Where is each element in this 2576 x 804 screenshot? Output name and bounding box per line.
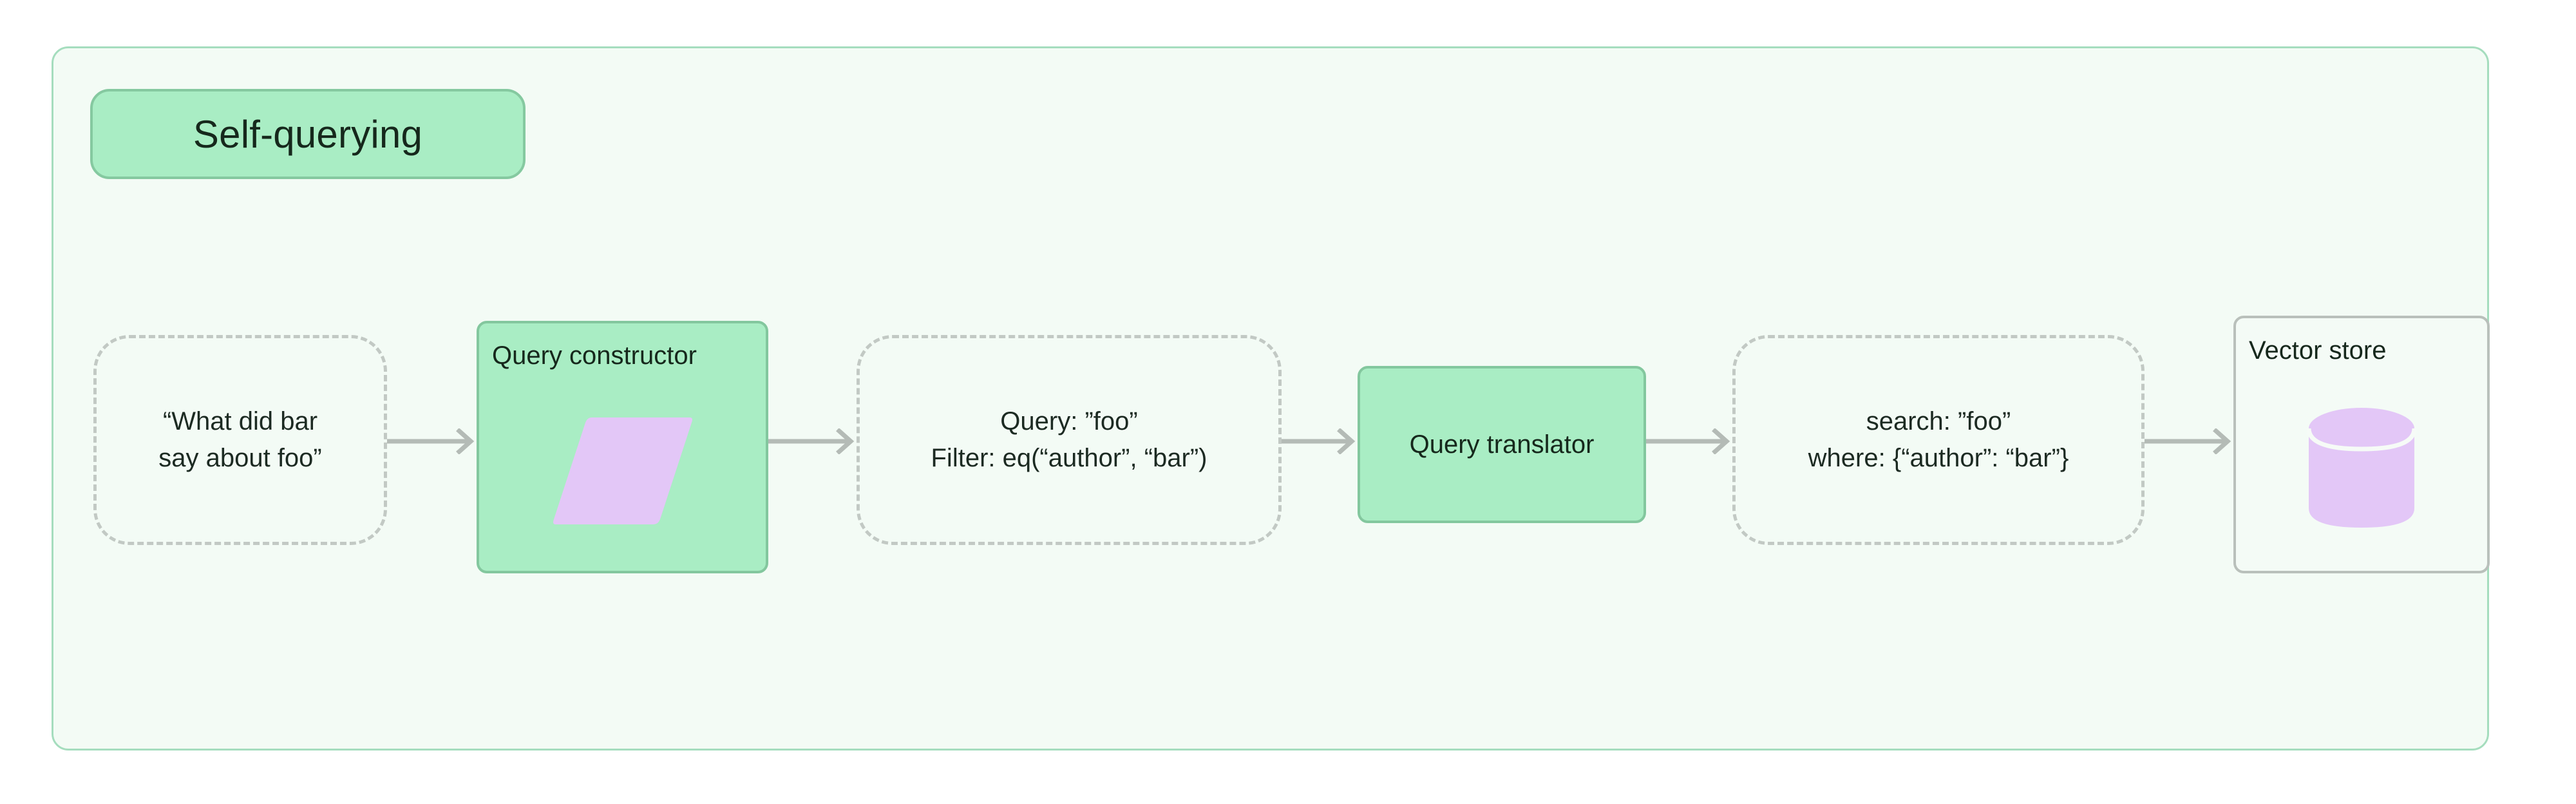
edge-vector-query-to-vector-store (2145, 428, 2231, 454)
node-query-constructor-label: Query constructor (492, 341, 697, 370)
node-vector-store[interactable]: Vector store (2233, 316, 2490, 573)
node-user-query-line-1: “What did bar (162, 407, 318, 436)
diagram-title-pill: Self-querying (90, 89, 526, 179)
edge-structured-query-to-query-translator (1282, 428, 1356, 454)
node-structured-query-line-2: Filter: eq(“author”, “bar”) (931, 444, 1208, 472)
vector-store-icon-wrap (2236, 366, 2487, 571)
node-query-translator-label: Query translator (1409, 430, 1595, 459)
node-query-constructor[interactable]: Query constructor (477, 321, 768, 573)
edge-query-constructor-to-structured-query (768, 428, 855, 454)
node-vector-query-line-1: search: ”foo” (1866, 407, 2011, 436)
query-constructor-icon-wrap (479, 371, 766, 571)
node-vector-store-label: Vector store (2249, 336, 2387, 365)
parallelogram-icon (553, 417, 692, 524)
page-title: Self-querying (193, 112, 423, 156)
node-vector-query[interactable]: search: ”foo” where: {“author”: “bar”} (1732, 335, 2145, 545)
node-user-query-line-2: say about foo” (158, 444, 322, 472)
database-cylinder-icon (2306, 408, 2417, 528)
node-query-translator[interactable]: Query translator (1358, 366, 1646, 523)
node-user-query[interactable]: “What did bar say about foo” (93, 335, 387, 545)
node-structured-query[interactable]: Query: ”foo” Filter: eq(“author”, “bar”) (857, 335, 1282, 545)
edge-query-translator-to-vector-query (1646, 428, 1730, 454)
node-structured-query-line-1: Query: ”foo” (1000, 407, 1138, 436)
edge-user-query-to-query-constructor (387, 428, 475, 454)
node-vector-query-line-2: where: {“author”: “bar”} (1808, 444, 2069, 472)
